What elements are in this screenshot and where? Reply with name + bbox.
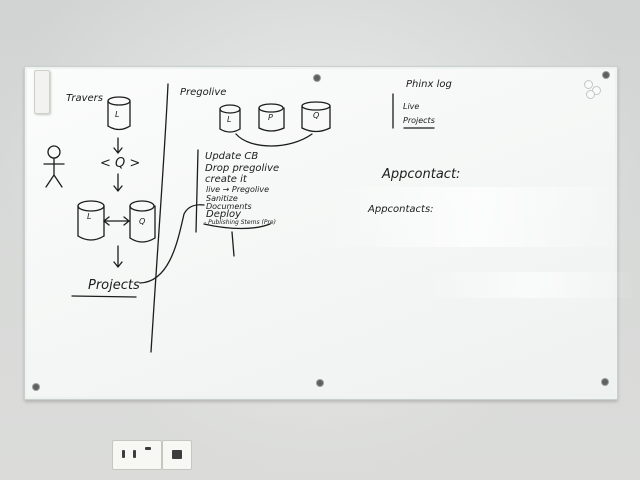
eraser[interactable] bbox=[34, 70, 50, 114]
mount-bolt bbox=[603, 72, 609, 78]
step-item: Documents bbox=[206, 202, 252, 211]
power-socket[interactable] bbox=[112, 440, 162, 470]
note-heading: Appcontacts: bbox=[368, 204, 434, 215]
network-socket[interactable] bbox=[162, 440, 192, 470]
divider-line bbox=[150, 83, 169, 353]
queue-label: < Q > bbox=[100, 156, 141, 171]
step-item: Update CB bbox=[205, 151, 259, 162]
mount-bolt bbox=[33, 384, 39, 390]
step-item: Sanitize bbox=[206, 194, 238, 203]
note-item: Live bbox=[403, 102, 420, 111]
db-label: Q bbox=[139, 217, 146, 226]
step-item: live → Pregolive bbox=[206, 185, 269, 194]
db-label: Q bbox=[313, 111, 320, 120]
magnet[interactable] bbox=[586, 90, 595, 99]
db-label: L bbox=[115, 110, 120, 119]
board-glare bbox=[325, 187, 625, 247]
middle-diagram-title: Pregolive bbox=[180, 87, 227, 98]
db-label: L bbox=[87, 212, 92, 221]
right-notes-title: Phinx log bbox=[406, 79, 452, 90]
board-glare bbox=[425, 272, 635, 298]
magnet[interactable] bbox=[584, 80, 593, 89]
step-item: create it bbox=[205, 174, 247, 185]
whiteboard bbox=[24, 66, 635, 400]
mount-bolt bbox=[314, 75, 320, 81]
note-item: Projects bbox=[403, 116, 435, 125]
step-footnote: - Publishing Stems (Pre) bbox=[204, 219, 276, 226]
projects-label: Projects bbox=[88, 278, 140, 293]
db-label: P bbox=[268, 113, 273, 122]
mount-bolt bbox=[602, 379, 608, 385]
step-item: Deploy bbox=[206, 209, 242, 220]
note-heading: Appcontact: bbox=[382, 167, 461, 182]
left-diagram-title: Travers bbox=[66, 93, 103, 104]
mount-bolt bbox=[317, 380, 323, 386]
db-label: L bbox=[227, 115, 232, 124]
step-item: Drop pregolive bbox=[205, 163, 280, 174]
